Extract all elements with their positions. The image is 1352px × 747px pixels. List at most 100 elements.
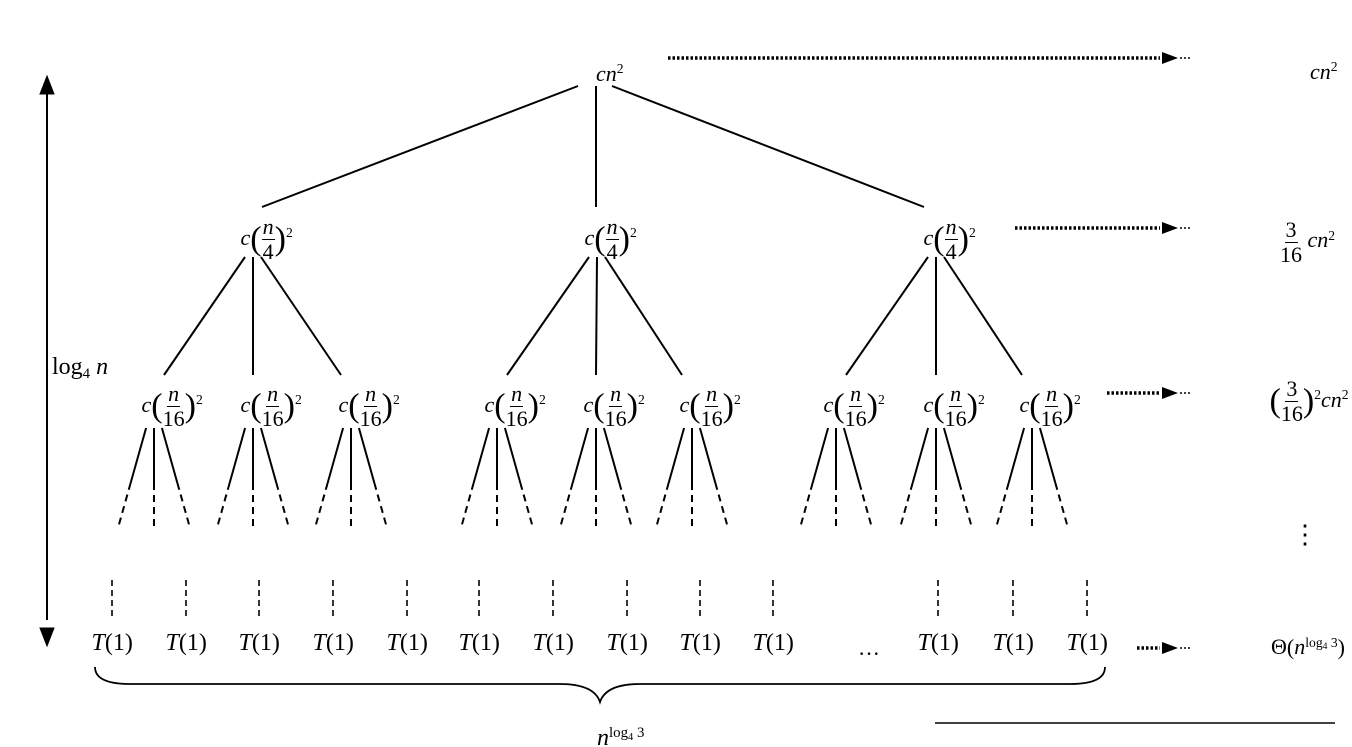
root-exp: 2 [616,61,624,76]
l1-node-0-lparen: ( [250,220,262,258]
height-label: log4 n [52,354,109,383]
tree-edge-l2-dash-1-0-2 [519,482,534,529]
leaf-node-9: T(1) [753,631,794,655]
l2-node-0-2-c: c [338,391,349,417]
cost-leaves-n: n [1294,634,1306,659]
leaf-T-2: T [238,630,252,656]
leaf-node-7: T(1) [607,631,648,655]
l2-node-0-2-den: 16 [359,406,382,431]
tree-edge-l1-0-0 [163,256,246,376]
cost-leaves-rparen: ) [1337,634,1345,659]
l2-node-1-1-exp: 2 [637,392,645,408]
tree-edge-l2-0-2-0 [326,427,345,484]
tree-edge-l2-0-1-0 [228,427,247,484]
l2-node-2-2-exp: 2 [1073,392,1081,408]
leaf-T-10: T [917,630,931,656]
tree-edge-l2-2-1-0 [911,427,930,484]
l2-node-1-0-den: 16 [505,406,528,431]
tree-edge-l2-dash-1-2-2 [714,482,729,529]
leaf-arg-3: (1) [325,630,354,656]
l2-node-0-0-lparen: ( [151,387,163,425]
leaf-node-6: T(1) [533,631,574,655]
leaf-arg-8: (1) [692,630,721,656]
tree-edge-l2-2-0-2 [842,427,861,484]
leaf-node-1: T(1) [166,631,207,655]
leaf-node-3: T(1) [313,631,354,655]
cost1-den: 16 [1280,241,1302,267]
l2-node-1-2-num: n [705,381,719,407]
leaf-arg-5: (1) [471,630,500,656]
tree-edge-l1-0-2 [260,256,342,376]
l1-node-2-rparen: ) [957,220,969,258]
l2-node-1-0-rparen: ) [527,387,539,425]
l2-node-1-2-exp: 2 [733,392,741,408]
cost-leaves-log: log [1305,634,1323,650]
cost1-tail: cn [1307,227,1329,253]
tree-edge-l2-2-2-0 [1007,427,1026,484]
leaf-ellipsis: ··· [858,641,880,666]
cost2-exp: 2 [1314,387,1322,403]
l2-node-2-1-rparen: ) [966,387,978,425]
height-log: log [52,354,83,380]
tree-edge-l2-dash-2-1-2 [958,482,973,529]
leaf-arg-2: (1) [251,630,280,656]
l2-node-2-0-rparen: ) [866,387,878,425]
l2-node-0-2-rparen: ) [381,387,393,425]
cost-leaves-base: 4 [1322,640,1328,652]
tree-edge-l2-1-0-2 [503,427,522,484]
l2-node-1-0-c: c [484,391,495,417]
leaf-T-11: T [992,630,1006,656]
tree-edge-l1-1-2 [604,256,683,376]
leaf-arg-11: (1) [1005,630,1034,656]
tree-edge-l1-1-1 [595,256,598,376]
cost1-num: 3 [1284,216,1298,243]
l1-node-2-c: c [923,224,934,250]
l2-node-1-0-lparen: ( [494,387,506,425]
tree-edge-l2-dash-2-2-2 [1054,482,1069,529]
tree-edge-l0-2 [611,85,925,208]
height-var: n [96,354,109,380]
l1-node-2-exp: 2 [968,225,976,241]
cost2-num: 3 [1285,376,1299,402]
tree-edge-l2-dash-1-2-0 [655,482,670,529]
tree-edge-l1-2-0 [845,256,929,376]
l2-node-1-1-c: c [583,391,594,417]
l2-node-2-1-lparen: ( [933,387,945,425]
leaf-arg-7: (1) [619,630,648,656]
tree-edge-l2-dash-0-1-0 [216,482,231,529]
l2-node-2-0-exp: 2 [877,392,885,408]
leaf-T-5: T [458,630,472,656]
leaf-node-0: T(1) [92,631,133,655]
l1-node-1-den: 4 [606,239,618,264]
leaf-T-1: T [165,630,179,656]
tree-edge-l2-0-1-2 [259,427,278,484]
tree-edge-l2-dash-2-2-0 [995,482,1010,529]
l1-node-2-den: 4 [945,239,957,264]
leaf-node-10: T(1) [918,631,959,655]
l2-node-2-2-num: n [1045,381,1059,407]
leafcount-three: 3 [636,725,645,741]
cost1-exp: 2 [1328,227,1336,243]
row-arrow-level0-head [1162,52,1178,64]
row-cost-level0: cn2 [1310,60,1338,83]
l2-node-0-2-lparen: ( [348,387,360,425]
l2-node-1-0-num: n [510,381,524,407]
row-arrow-leaves-head [1162,642,1178,654]
tree-edge-l2-1-0-0 [472,427,491,484]
l2-node-2-2-rparen: ) [1062,387,1074,425]
l2-node-0-0-c: c [141,391,152,417]
